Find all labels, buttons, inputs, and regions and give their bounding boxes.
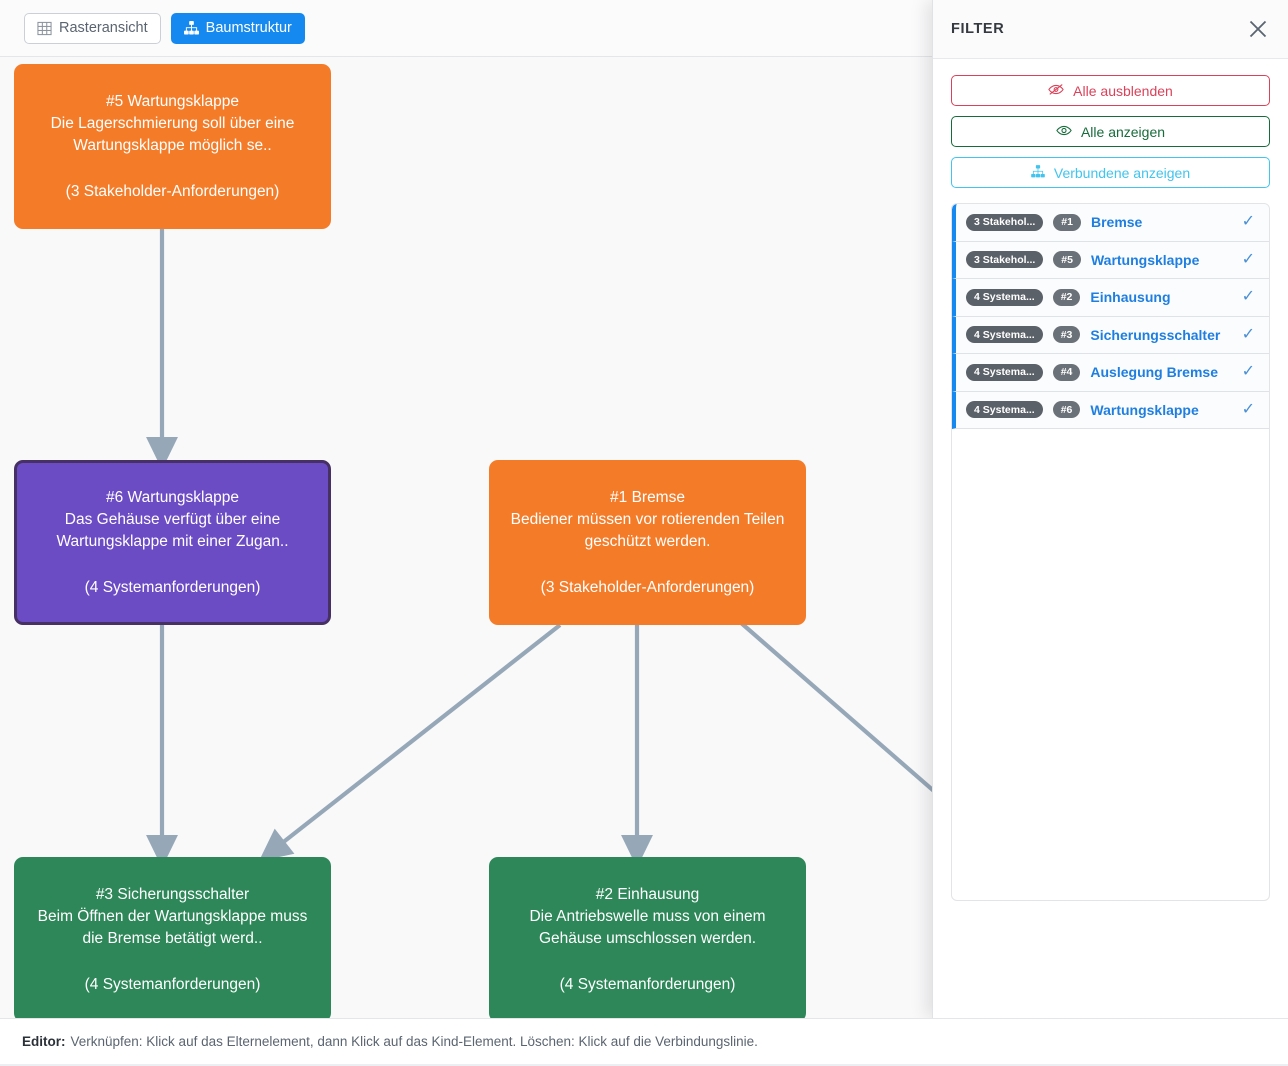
item-name: Bremse (1090, 214, 1143, 231)
filter-item-list[interactable]: 3 Stakehol... #1 Bremse ✓ 3 Stakehol... … (951, 203, 1270, 901)
tree-node-2[interactable]: #2 Einhausung Die Antriebswelle muss von… (489, 857, 806, 1018)
tree-node-1-desc-1: Bediener müssen vor rotierenden Teilen (510, 510, 785, 528)
view-toolbar: Rasteransicht Baumstruktur (0, 0, 932, 57)
check-icon[interactable]: ✓ (1241, 363, 1255, 381)
eye-icon (1056, 124, 1072, 140)
grid-view-button[interactable]: Rasteransicht (24, 12, 161, 44)
item-type-badge: 4 Systema... (966, 401, 1043, 419)
filter-list-item[interactable]: 3 Stakehol... #1 Bremse ✓ (952, 204, 1269, 242)
tree-node-5-desc-2: Wartungsklappe möglich se.. (73, 136, 272, 154)
tree-node-1[interactable]: #1 Bremse Bediener müssen vor rotierende… (489, 460, 806, 625)
filter-panel-body: Alle ausblenden Alle anzeigen (933, 59, 1288, 1018)
filter-panel-header: FILTER (933, 0, 1288, 59)
edge-n1-n3 (258, 623, 562, 862)
filter-list-item[interactable]: 4 Systema... #3 Sicherungsschalter ✓ (952, 316, 1269, 354)
close-icon[interactable] (1245, 16, 1271, 42)
hide-all-button[interactable]: Alle ausblenden (951, 75, 1270, 106)
item-name: Einhausung (1090, 289, 1171, 306)
tree-icon (183, 21, 199, 35)
tree-canvas[interactable]: #5 Wartungsklappe Die Lagerschmierung so… (0, 57, 932, 1018)
show-connected-button[interactable]: Verbundene anzeigen (951, 157, 1270, 188)
editor-hint-label: Editor: (22, 1034, 66, 1049)
item-number-badge: #1 (1053, 213, 1081, 231)
item-number-badge: #3 (1052, 326, 1081, 344)
grid-view-label: Rasteransicht (59, 20, 148, 36)
tree-node-2-desc-1: Die Antriebswelle muss von einem (529, 907, 766, 925)
show-all-label: Alle anzeigen (1080, 123, 1166, 140)
tree-node-5[interactable]: #5 Wartungsklappe Die Lagerschmierung so… (14, 64, 331, 229)
tree-icon (1031, 164, 1045, 181)
grid-icon (37, 21, 52, 36)
show-connected-label: Verbundene anzeigen (1053, 164, 1191, 181)
tree-node-5-title: #5 Wartungsklappe (106, 92, 239, 110)
item-type-badge: 4 Systema... (966, 363, 1043, 381)
tree-node-1-title: #1 Bremse (610, 488, 685, 506)
filter-list-item[interactable]: 4 Systema... #2 Einhausung ✓ (952, 279, 1269, 317)
tree-node-2-desc-2: Gehäuse umschlossen werden. (538, 929, 757, 947)
item-number-badge: #4 (1052, 363, 1081, 381)
item-number-badge: #5 (1053, 251, 1081, 269)
tree-node-5-desc-1: Die Lagerschmierung soll über eine (50, 114, 295, 132)
filter-panel: FILTER Alle ausblenden (932, 0, 1288, 1018)
hide-all-label: Alle ausblenden (1073, 82, 1173, 99)
tree-node-3-desc-2: die Bremse betätigt werd.. (82, 929, 263, 947)
item-type-badge: 4 Systema... (966, 326, 1043, 344)
tree-node-2-title: #2 Einhausung (595, 885, 700, 903)
editor-hint-bar: Editor: Verknüpfen: Klick auf das Eltern… (0, 1018, 1288, 1066)
item-name: Wartungsklappe (1090, 401, 1199, 418)
item-name: Wartungsklappe (1090, 251, 1200, 268)
tree-view-label: Baumstruktur (205, 20, 292, 36)
filter-list-item[interactable]: 3 Stakehol... #5 Wartungsklappe ✓ (952, 241, 1269, 279)
check-icon[interactable]: ✓ (1241, 288, 1255, 306)
check-icon[interactable]: ✓ (1241, 400, 1255, 418)
show-all-button[interactable]: Alle anzeigen (951, 116, 1270, 147)
tree-node-6-desc-1: Das Gehäuse verfügt über eine (64, 510, 281, 528)
tree-node-5-count: (3 Stakeholder-Anforderungen) (65, 182, 280, 200)
item-number-badge: #2 (1052, 288, 1081, 306)
tree-node-1-count: (3 Stakeholder-Anforderungen) (540, 578, 755, 596)
item-type-badge: 4 Systema... (966, 288, 1043, 306)
item-name: Sicherungsschalter (1090, 326, 1221, 343)
item-type-badge: 3 Stakehol... (966, 251, 1044, 269)
tree-node-3-desc-1: Beim Öffnen der Wartungsklappe muss (37, 907, 308, 925)
tree-node-6[interactable]: #6 Wartungsklappe Das Gehäuse verfügt üb… (14, 460, 331, 625)
tree-node-1-desc-2: geschützt werden. (584, 532, 711, 550)
edge-n1-offscreen (738, 620, 932, 793)
eye-slash-icon (1048, 83, 1064, 99)
check-icon[interactable]: ✓ (1241, 213, 1255, 231)
tree-view-button[interactable]: Baumstruktur (170, 12, 305, 44)
tree-node-6-count: (4 Systemanforderungen) (84, 578, 261, 596)
item-type-badge: 3 Stakehol... (966, 213, 1044, 231)
tree-node-6-desc-2: Wartungsklappe mit einer Zugan.. (56, 532, 289, 550)
filter-list-item[interactable]: 4 Systema... #6 Wartungsklappe ✓ (952, 391, 1269, 429)
tree-node-3[interactable]: #3 Sicherungsschalter Beim Öffnen der Wa… (14, 857, 331, 1018)
item-name: Auslegung Bremse (1090, 364, 1218, 381)
tree-node-2-count: (4 Systemanforderungen) (559, 975, 736, 993)
check-icon[interactable]: ✓ (1241, 325, 1255, 343)
editor-hint-text: Verknüpfen: Klick auf das Elternelement,… (70, 1034, 758, 1049)
filter-list-item[interactable]: 4 Systema... #4 Auslegung Bremse ✓ (952, 354, 1269, 392)
filter-panel-title: FILTER (951, 21, 1005, 37)
edge-layer (146, 229, 932, 868)
tree-node-3-title: #3 Sicherungsschalter (95, 885, 250, 903)
tree-node-3-count: (4 Systemanforderungen) (84, 975, 261, 993)
tree-node-6-title: #6 Wartungsklappe (106, 488, 239, 506)
check-icon[interactable]: ✓ (1241, 250, 1255, 268)
item-number-badge: #6 (1052, 401, 1081, 419)
